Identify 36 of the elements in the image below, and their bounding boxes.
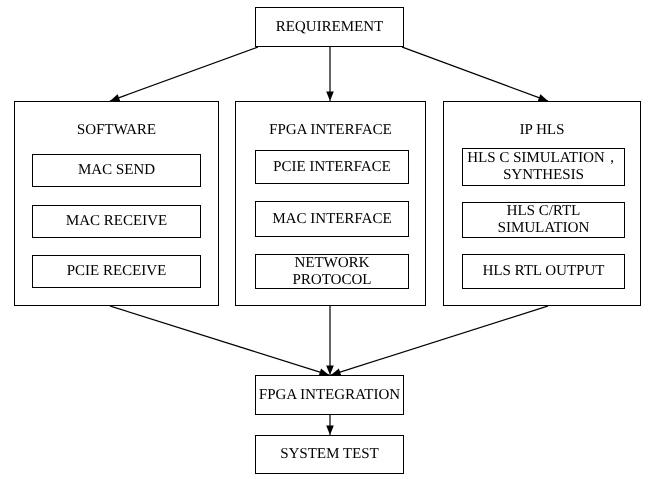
box-label: HLS C/RTL SIMULATION	[496, 203, 590, 237]
group-box	[14, 101, 219, 306]
process-box	[462, 202, 625, 238]
process-box	[255, 201, 409, 237]
arrow	[110, 305, 330, 376]
process-box	[255, 375, 404, 415]
box-label: PCIE INTERFACE	[273, 158, 391, 176]
process-box	[32, 205, 201, 238]
box-label: FPGA INTEGRATION	[258, 386, 400, 404]
group-heading: SOFTWARE	[76, 122, 158, 139]
box-label: MAC RECEIVE	[66, 213, 168, 230]
box-label: REQUIREMENT	[276, 18, 384, 36]
arrow	[326, 415, 334, 435]
process-box	[462, 254, 625, 289]
arrow	[326, 306, 334, 375]
box-label: NETWORK PROTOCOL	[292, 254, 372, 288]
group-heading: IP HLS	[518, 122, 566, 139]
process-box	[255, 435, 404, 474]
box-label: HLS RTL OUTPUT	[482, 263, 604, 280]
box-label: PCIE RECEIVE	[66, 263, 166, 280]
process-box	[255, 150, 409, 184]
arrow	[330, 305, 548, 376]
box-label: SYSTEM TEST	[280, 446, 379, 463]
arrow	[110, 46, 258, 102]
box-label: MAC INTERFACE	[272, 210, 392, 228]
arrow	[326, 47, 334, 101]
arrow	[402, 46, 548, 102]
group-heading: FPGA INTERFACE	[268, 122, 393, 139]
process-box	[255, 254, 409, 289]
process-box	[32, 154, 201, 187]
box-label: HLS C SIMULATION，SYNTHESIS	[466, 150, 621, 184]
group-box	[443, 101, 641, 306]
box-label: MAC SEND	[78, 162, 156, 179]
process-box	[255, 7, 404, 47]
group-box	[235, 101, 426, 306]
process-box	[32, 255, 201, 288]
